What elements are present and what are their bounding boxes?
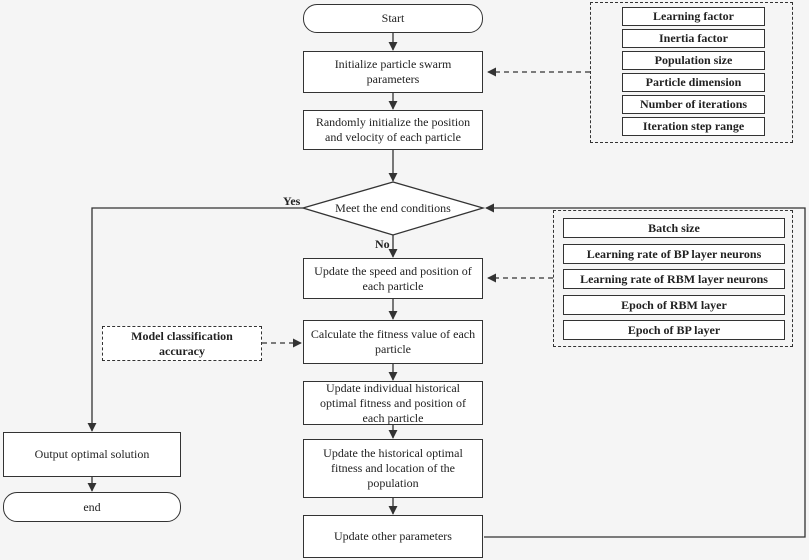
start-label: Start [381,11,405,25]
end-label: end [83,499,101,514]
param-particle-dimension: Particle dimension [622,73,765,92]
update-speed-node: Update the speed and position of each pa… [303,258,483,299]
update-population-label: Update the historical optimal fitness an… [323,446,463,490]
start-node: Start [303,4,483,33]
update-population-node: Update the historical optimal fitness an… [303,439,483,498]
decision-label: Meet the end conditions [335,200,451,215]
fitness-label: Calculate the fitness value of each part… [310,327,476,356]
arrow-loop-back [484,203,806,538]
param-population-size: Population size [622,51,765,70]
no-label: No [375,237,390,251]
yes-label: Yes [283,194,301,208]
output-label: Output optimal solution [34,447,150,461]
model-params-frame [553,210,793,347]
pso-params-frame [590,2,793,143]
param-bp-epoch: Epoch of BP layer [563,320,785,340]
end-node: end [3,492,181,522]
param-rbm-epoch: Epoch of RBM layer [563,295,785,315]
arrow-yes-to-output [87,207,303,432]
update-other-node: Update other parameters [303,515,483,558]
param-batch-size: Batch size [563,218,785,238]
random-init-label: Randomly initialize the position and vel… [315,115,471,144]
update-other-label: Update other parameters [334,529,452,543]
fitness-node: Calculate the fitness value of each part… [303,320,483,364]
init-params-node: Initialize particle swarm parameters [303,51,483,93]
update-individual-node: Update individual historical optimal fit… [303,381,483,425]
param-number-of-iterations: Number of iterations [622,95,765,114]
model-accuracy-box: Model classification accuracy [102,326,262,361]
random-init-node: Randomly initialize the position and vel… [303,110,483,150]
decision-diamond [300,181,486,236]
param-rbm-learning-rate: Learning rate of RBM layer neurons [563,269,785,289]
param-inertia-factor: Inertia factor [622,29,765,48]
param-iteration-step-range: Iteration step range [622,117,765,136]
init-params-label: Initialize particle swarm parameters [334,57,452,86]
param-learning-factor: Learning factor [622,7,765,26]
update-individual-label: Update individual historical optimal fit… [320,380,466,425]
output-node: Output optimal solution [3,432,181,477]
update-speed-label: Update the speed and position of each pa… [314,263,472,293]
model-accuracy-label: Model classification accuracy [131,328,233,358]
param-bp-learning-rate: Learning rate of BP layer neurons [563,244,785,264]
